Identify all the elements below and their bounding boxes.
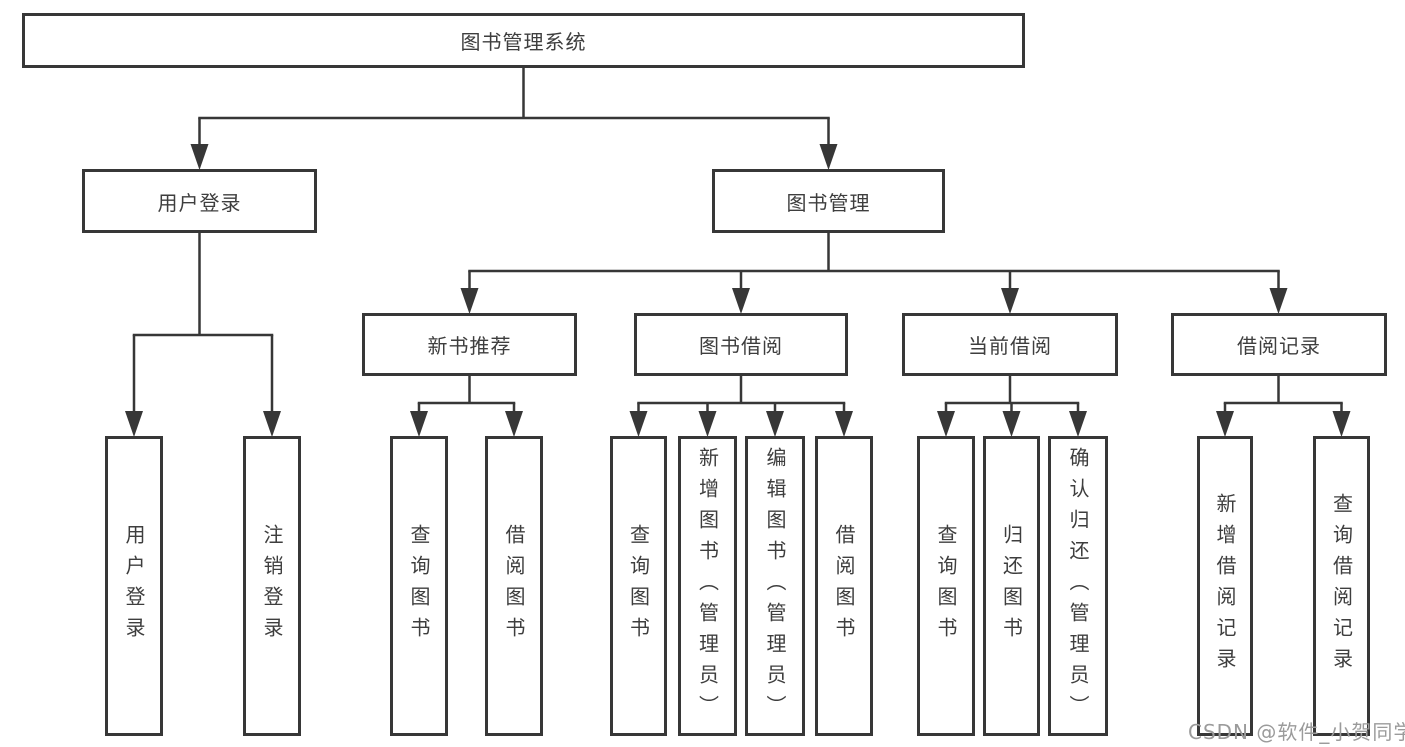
leaf-borrow-book-recommend-label: 借阅图书 bbox=[502, 524, 526, 648]
node-root-label: 图书管理系统 bbox=[460, 30, 587, 54]
node-book-borrow: 图书借阅 bbox=[634, 313, 848, 376]
leaf-query-borrow-record: 查询借阅记录 bbox=[1313, 436, 1370, 736]
leaf-borrow-book-label: 借阅图书 bbox=[832, 524, 856, 648]
leaf-add-borrow-record-label: 新增借阅记录 bbox=[1213, 493, 1237, 679]
node-borrow-records: 借阅记录 bbox=[1171, 313, 1387, 376]
leaf-add-book-admin: 新增图书（管理员） bbox=[678, 436, 737, 736]
leaf-user-login-label: 用户登录 bbox=[122, 524, 146, 648]
node-new-book-recommend-label: 新书推荐 bbox=[427, 334, 512, 358]
leaf-logout-label: 注销登录 bbox=[260, 524, 284, 648]
leaf-user-login: 用户登录 bbox=[105, 436, 163, 736]
node-current-borrow: 当前借阅 bbox=[902, 313, 1118, 376]
node-root: 图书管理系统 bbox=[22, 13, 1025, 68]
leaf-confirm-return-admin-label: 确认归还（管理员） bbox=[1066, 446, 1090, 726]
leaf-query-borrow-record-label: 查询借阅记录 bbox=[1329, 493, 1354, 679]
leaf-borrow-book: 借阅图书 bbox=[815, 436, 873, 736]
leaf-return-book-label: 归还图书 bbox=[999, 524, 1024, 648]
leaf-logout: 注销登录 bbox=[243, 436, 301, 736]
node-book-management: 图书管理 bbox=[712, 169, 945, 233]
leaf-query-books-recommend-label: 查询图书 bbox=[407, 524, 431, 648]
leaf-add-borrow-record: 新增借阅记录 bbox=[1197, 436, 1253, 736]
node-user-login: 用户登录 bbox=[82, 169, 317, 233]
leaf-borrow-book-recommend: 借阅图书 bbox=[485, 436, 543, 736]
node-borrow-records-label: 借阅记录 bbox=[1237, 334, 1321, 358]
leaf-query-books-recommend: 查询图书 bbox=[390, 436, 448, 736]
node-book-management-label: 图书管理 bbox=[786, 190, 871, 215]
node-current-borrow-label: 当前借阅 bbox=[968, 334, 1052, 358]
leaf-query-books-current-label: 查询图书 bbox=[934, 524, 958, 648]
leaf-confirm-return-admin: 确认归还（管理员） bbox=[1048, 436, 1108, 736]
leaf-query-books-borrow-label: 查询图书 bbox=[626, 524, 651, 648]
leaf-query-books-borrow: 查询图书 bbox=[610, 436, 667, 736]
node-book-borrow-label: 图书借阅 bbox=[699, 334, 783, 358]
leaf-edit-book-admin-label: 编辑图书（管理员） bbox=[763, 446, 787, 726]
node-user-login-label: 用户登录 bbox=[157, 190, 242, 215]
leaf-query-books-current: 查询图书 bbox=[917, 436, 975, 736]
watermark: CSDN @软件_小贺同学 bbox=[1188, 720, 1405, 744]
leaf-edit-book-admin: 编辑图书（管理员） bbox=[745, 436, 805, 736]
node-new-book-recommend: 新书推荐 bbox=[362, 313, 577, 376]
leaf-return-book: 归还图书 bbox=[983, 436, 1040, 736]
leaf-add-book-admin-label: 新增图书（管理员） bbox=[695, 446, 720, 726]
